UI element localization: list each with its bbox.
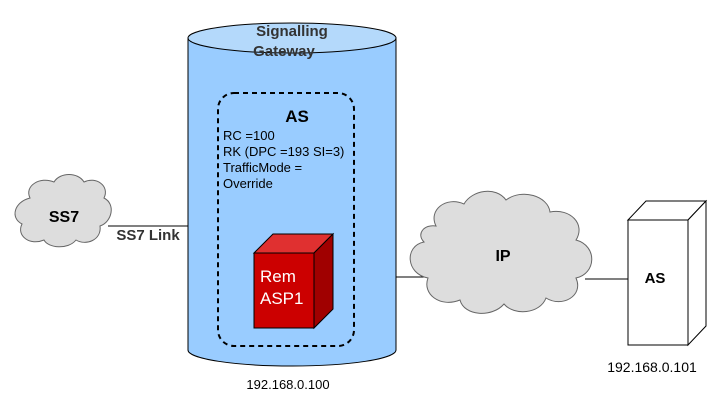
ss7-cloud: [14, 174, 112, 248]
as-server-label: AS: [645, 270, 666, 287]
gateway-ip: 192.168.0.100: [246, 377, 329, 392]
gateway-title-line1: Signalling: [256, 23, 328, 40]
as-box-title: AS: [285, 107, 309, 126]
as-server-box: [626, 199, 708, 347]
ss7-link-label: SS7 Link: [116, 227, 180, 244]
gateway-title-line2: Gateway: [253, 43, 315, 60]
as-routing-key: RK (DPC =193 SI=3): [223, 144, 344, 159]
as-server-ip: 192.168.0.101: [607, 359, 697, 375]
as-dashed-box: [217, 92, 355, 347]
as-routing-context: RC =100: [223, 128, 275, 143]
rem-asp-label-line2: ASP1: [260, 289, 303, 308]
ss7-cloud-label: SS7: [49, 209, 79, 226]
as-traffic-mode-value: Override: [223, 176, 273, 191]
ip-cloud: [409, 190, 593, 314]
signalling-gateway-cylinder: [187, 22, 397, 367]
as-traffic-mode-label: TrafficMode =: [223, 160, 302, 175]
ip-cloud-label: IP: [495, 248, 510, 265]
rem-asp-cube: [252, 232, 335, 330]
rem-asp-label-line1: Rem: [260, 267, 296, 286]
